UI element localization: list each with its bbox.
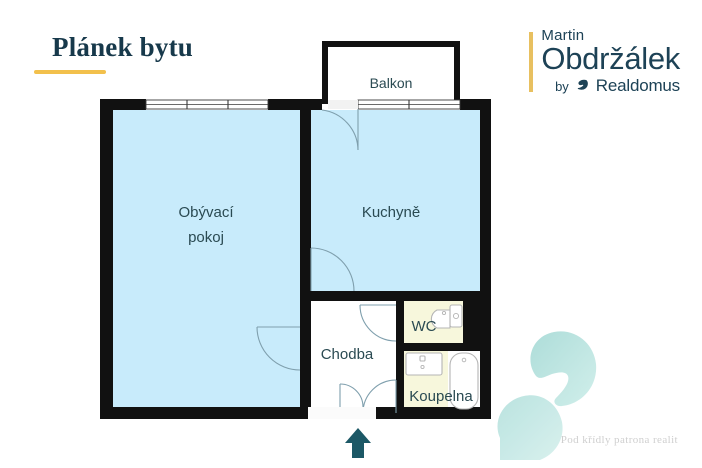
toilet-flush [452, 312, 460, 320]
room-label-obyvaci-pokoj-line1: Obývací [178, 204, 234, 221]
toilet-cistern [449, 304, 463, 328]
room-fill-balkon [328, 47, 454, 104]
wall-top-mid-pier [268, 99, 322, 110]
fixtures [405, 304, 479, 410]
watermark-bird-wing [497, 395, 563, 460]
sink-basin [405, 352, 443, 376]
entrance-opening [308, 407, 376, 419]
wall-outer-bottom-right [376, 407, 491, 419]
wall-outer-bottom-left [100, 407, 308, 419]
door-livingroom-hall [256, 326, 301, 371]
room-fill-kuchyne [311, 110, 480, 296]
room-label-wc: WC [412, 318, 437, 335]
wall-outer-right [480, 99, 491, 419]
sink-drain [420, 364, 425, 370]
room-label-obyvaci-pokoj-line2: pokoj [188, 229, 224, 246]
wall-internal-horizontal-kitchen [300, 291, 480, 301]
window-living-room [145, 99, 269, 110]
logo-by-word: by [555, 78, 569, 94]
door-balcony [321, 109, 359, 151]
entrance-arrow-shape [345, 428, 371, 458]
room-fill-chodba [303, 300, 396, 413]
logo-accent-bar [529, 32, 534, 92]
sink-icon [405, 352, 443, 376]
title-block: Plánek bytu [34, 32, 193, 74]
door-wc-arc [359, 304, 397, 342]
logo-first-name: Martin [541, 27, 585, 44]
door-kitchen-hall [310, 247, 355, 292]
toilet-icon [430, 304, 463, 329]
walls [100, 41, 491, 419]
wall-balkon-right [454, 41, 460, 104]
room-fills [113, 47, 480, 413]
room-label-balkon: Balkon [370, 75, 413, 91]
room-labels: Balkon Obývací pokoj Kuchyně Chodba WC K… [178, 75, 473, 405]
page-title: Plánek bytu [52, 32, 193, 62]
wall-outer-left [100, 99, 113, 419]
door-kitchen-hall-arc [310, 247, 355, 292]
bathtub-drain [461, 357, 467, 363]
door-wc [359, 304, 397, 342]
realdomus-bird-icon [577, 79, 588, 90]
room-fill-obyvaci-pokoj [113, 110, 300, 413]
door-entrance [339, 383, 364, 408]
room-label-kuchyne: Kuchyně [362, 204, 420, 221]
toilet-detail [441, 310, 447, 316]
logo-byline: by Realdomus [541, 76, 680, 96]
logo-brand-name: Realdomus [595, 76, 680, 96]
windows [145, 99, 461, 110]
door-entrance-arc [339, 383, 364, 408]
title-underline [34, 70, 106, 74]
wall-internal-vertical-main [300, 104, 311, 413]
window-kitchen-balcony [357, 99, 461, 110]
room-label-chodba: Chodba [321, 346, 374, 363]
room-label-koupelna: Koupelna [409, 388, 473, 405]
brand-logo[interactable]: Martin Obdržálek by Realdomus [529, 28, 680, 96]
logo-last-name: Obdržálek [541, 40, 680, 76]
bathtub-body [449, 352, 479, 410]
watermark-bird-shape [530, 331, 597, 407]
wall-internal-vertical-bath [396, 300, 404, 413]
balcony-threshold [328, 100, 358, 109]
wall-top-right-stub [460, 99, 490, 110]
entrance-arrow-icon [345, 428, 371, 458]
wall-top-left-stub [100, 99, 146, 110]
wall-balkon-top [322, 41, 460, 47]
wall-balkon-left [322, 41, 328, 104]
doors [256, 109, 397, 414]
bathtub-icon [449, 352, 479, 410]
wall-wc-right-pier [463, 300, 480, 343]
sink-tap [419, 355, 426, 362]
wall-internal-horizontal-wc [396, 343, 480, 351]
door-livingroom-hall-arc [256, 326, 301, 371]
watermark-bird-icon [497, 331, 597, 460]
door-balcony-arc [321, 109, 359, 151]
watermark-tagline: Pod křídly patrona realit [560, 434, 678, 446]
